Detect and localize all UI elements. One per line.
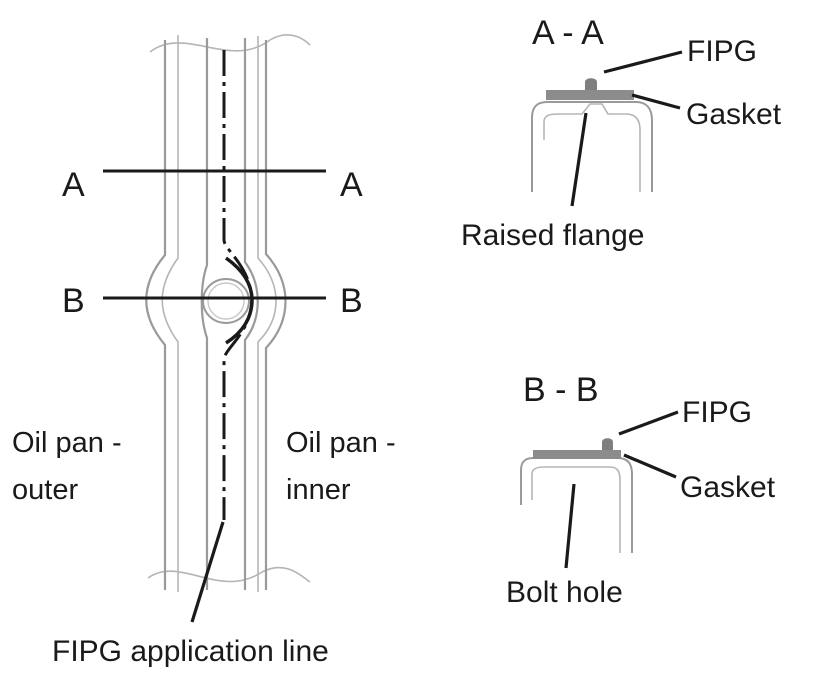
bolt-hole-inner bbox=[207, 282, 245, 320]
fipg-boss-bead bbox=[224, 256, 254, 345]
section-a-flange-inner bbox=[543, 103, 641, 192]
section-a-fipg-label: FIPG bbox=[687, 35, 757, 68]
section-a-fipg-leader bbox=[603, 50, 683, 74]
section-a-raised-flange-leader bbox=[570, 112, 588, 207]
oil-pan-inner-label-2: inner bbox=[286, 474, 351, 506]
section-a-gasket-label: Gasket bbox=[686, 98, 782, 131]
outer-edge-1 bbox=[145, 40, 167, 590]
oil-pan-outer-label-1: Oil pan - bbox=[12, 427, 122, 459]
section-b-gasket-label: Gasket bbox=[680, 471, 776, 504]
oil-pan-outer-label-2: outer bbox=[12, 474, 78, 506]
section-b-fipg-leader bbox=[618, 410, 679, 436]
inner-edge-2 bbox=[257, 36, 277, 592]
section-b-bolt-hole-leader bbox=[564, 483, 576, 569]
section-a-title: A - A bbox=[532, 14, 604, 52]
fipg-application-leader bbox=[190, 521, 225, 623]
section-b-right-label: B bbox=[340, 282, 363, 320]
section-a-gasket-leader bbox=[631, 93, 681, 110]
section-a-fipg-bead bbox=[585, 78, 597, 90]
inner-edge-3 bbox=[264, 40, 287, 590]
section-a-gasket bbox=[546, 90, 634, 100]
section-b-flange-inner bbox=[531, 466, 621, 553]
inner-edge-1 bbox=[243, 38, 259, 590]
section-a-right-label: A bbox=[340, 166, 363, 204]
section-a-raised-flange-label: Raised flange bbox=[461, 219, 644, 252]
oil-pan-flange bbox=[145, 34, 311, 592]
top-break-line bbox=[149, 34, 311, 53]
section-a-view: A - A FIPG Gasket Raised flange bbox=[461, 14, 782, 252]
section-a-left-label: A bbox=[62, 166, 85, 204]
fipg-application-line-label: FIPG application line bbox=[52, 635, 329, 668]
section-b-fipg-label: FIPG bbox=[682, 396, 752, 429]
section-b-bolt-hole-label: Bolt hole bbox=[506, 576, 623, 609]
bottom-break-line bbox=[147, 566, 311, 583]
oil-pan-inner-label-1: Oil pan - bbox=[286, 427, 396, 459]
section-a-flange-profile bbox=[531, 101, 653, 192]
section-b-title: B - B bbox=[523, 371, 599, 409]
section-b-gasket-leader bbox=[623, 453, 677, 479]
section-b-gasket bbox=[533, 450, 621, 459]
section-b-left-label: B bbox=[62, 282, 85, 320]
bolt-hole-circle bbox=[202, 278, 250, 324]
section-b-flange-profile bbox=[520, 457, 633, 553]
section-b-view: B - B FIPG Gasket Bolt hole bbox=[506, 371, 776, 609]
section-b-fipg-bead bbox=[602, 438, 613, 450]
outer-edge-3 bbox=[200, 38, 209, 590]
outer-edge-2 bbox=[161, 35, 179, 592]
